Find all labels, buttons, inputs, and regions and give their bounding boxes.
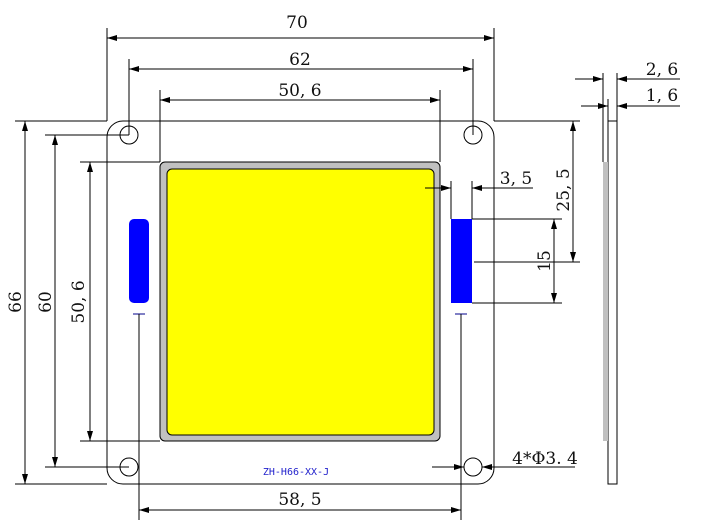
dim-pad-length: 15 [535, 250, 555, 272]
side-view-board [607, 120, 618, 485]
extension-lines [15, 28, 618, 520]
led-emitting-area [166, 168, 435, 436]
dim-led-width: 50, 6 [278, 81, 321, 101]
dim-pad-offset-y: 25, 5 [554, 168, 574, 211]
side-view-led [603, 162, 608, 441]
dimension-lines [22, 35, 680, 513]
dim-hole-spacing-x: 62 [289, 50, 311, 70]
pad-negative [129, 219, 149, 303]
dim-board-height: 66 [6, 291, 26, 313]
dim-pad-width: 3, 5 [500, 169, 532, 189]
dim-board-width: 70 [286, 13, 308, 33]
pad-positive [451, 219, 472, 303]
dim-board-thickness: 1, 6 [646, 86, 678, 106]
dim-hole-spacing-y: 60 [36, 291, 56, 313]
dim-pad-spacing-x: 58, 5 [278, 490, 321, 510]
dim-total-thickness: 2, 6 [646, 60, 678, 80]
dim-holes: 4*Φ3. 4 [512, 449, 578, 469]
part-label: ZH-H66-XX-J [263, 467, 329, 478]
dim-led-height: 50, 6 [69, 280, 89, 323]
